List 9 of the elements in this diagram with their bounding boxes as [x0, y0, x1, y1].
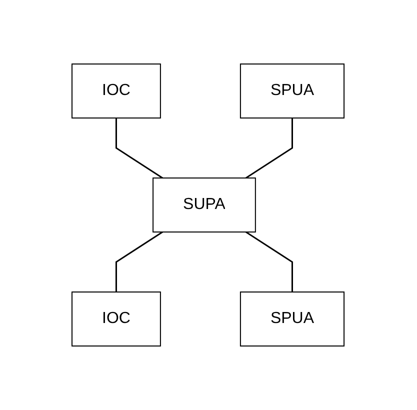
connector	[246, 118, 294, 179]
node-box: SPUA	[240, 292, 346, 346]
connector	[116, 118, 164, 179]
connector	[246, 231, 294, 292]
node-box: SPUA	[240, 64, 346, 118]
node-box: IOC	[72, 64, 162, 118]
connector	[116, 231, 164, 292]
node-box: IOC	[72, 292, 162, 346]
node-box: SUPA	[153, 178, 256, 232]
